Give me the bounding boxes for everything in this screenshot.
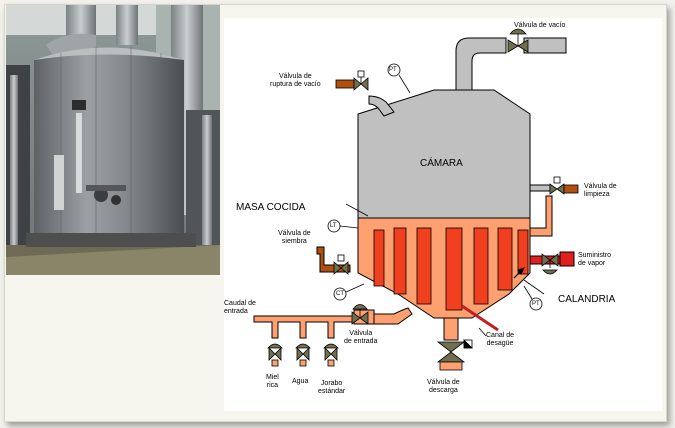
label-calandria: CALANDRIA <box>558 294 616 305</box>
label-canal-desague: Canal de desagüe <box>486 332 515 347</box>
label-lt: LT <box>330 223 337 229</box>
label-agua: Agua <box>292 378 309 385</box>
calandria-tube <box>473 227 489 305</box>
label-valvula-descarga: Válvula de descarga <box>427 379 460 394</box>
massecuite-side-pipe <box>529 195 553 237</box>
seeding-valve[interactable] <box>333 254 349 275</box>
vacuum-break-valve[interactable] <box>335 70 369 91</box>
vapor-outlet-pipe <box>455 37 507 94</box>
calandria-tube <box>373 229 385 287</box>
label-jorabo-estandar: Jorabo estándar <box>318 380 346 395</box>
steam-supply-end <box>559 251 575 267</box>
label-pt-top: PT <box>389 67 397 73</box>
steam-valve[interactable] <box>541 253 559 275</box>
seeding-pipe <box>316 246 351 273</box>
discharge-neck <box>443 317 459 341</box>
label-caudal-entrada: Caudal de entrada <box>224 300 256 315</box>
feed-valve-jorabo[interactable] <box>323 343 339 367</box>
inlet-valve[interactable] <box>351 304 369 325</box>
label-ct: CT <box>336 291 344 297</box>
calandria-tube <box>416 227 432 305</box>
calandria-tube <box>393 227 407 295</box>
vacuum-valve[interactable] <box>507 28 529 53</box>
label-valvula-vacio: Válvula de vacío <box>514 22 566 29</box>
label-masa-cocida: MASA COCIDA <box>236 202 306 213</box>
label-valvula-limpieza: Válvula de limpieza <box>584 183 617 198</box>
vacuum-line-pipe <box>523 37 567 54</box>
vacuum-break-pipe <box>368 95 395 117</box>
drain-channel <box>461 304 499 332</box>
calandria-tube <box>445 227 463 311</box>
label-camara: CÁMARA <box>420 158 463 169</box>
feed-valve-miel[interactable] <box>267 343 283 367</box>
pressure-transmitter-bottom <box>529 297 543 311</box>
calandria-tube <box>517 229 529 275</box>
cleaning-pipe <box>529 184 551 192</box>
diagram-canvas <box>253 28 579 371</box>
label-miel-rica: Miel rica <box>266 374 279 389</box>
inlet-pipe <box>373 307 413 325</box>
label-suministro-vapor: Suministro de vapor <box>578 252 612 267</box>
label-valvula-siembra: Válvula de siembra <box>278 230 311 245</box>
concentration-transmitter <box>333 287 347 301</box>
vacuum-pan-diagram: Válvula de vacío Válvula de ruptura de v… <box>224 18 662 411</box>
calandria-tube <box>497 227 513 291</box>
calandria-tubes <box>373 227 529 311</box>
label-pt-bottom: PT <box>532 301 540 307</box>
discharge-valve[interactable] <box>436 339 473 371</box>
cleaning-valve[interactable] <box>549 176 579 195</box>
pressure-transmitter-top <box>387 63 401 77</box>
label-valvula-ruptura: Válvula de ruptura de vacío <box>270 73 321 88</box>
feed-valve-agua[interactable] <box>295 343 311 367</box>
label-valvula-entrada: Válvula de entrada <box>344 330 378 345</box>
vacuum-pan-photo <box>6 5 220 275</box>
